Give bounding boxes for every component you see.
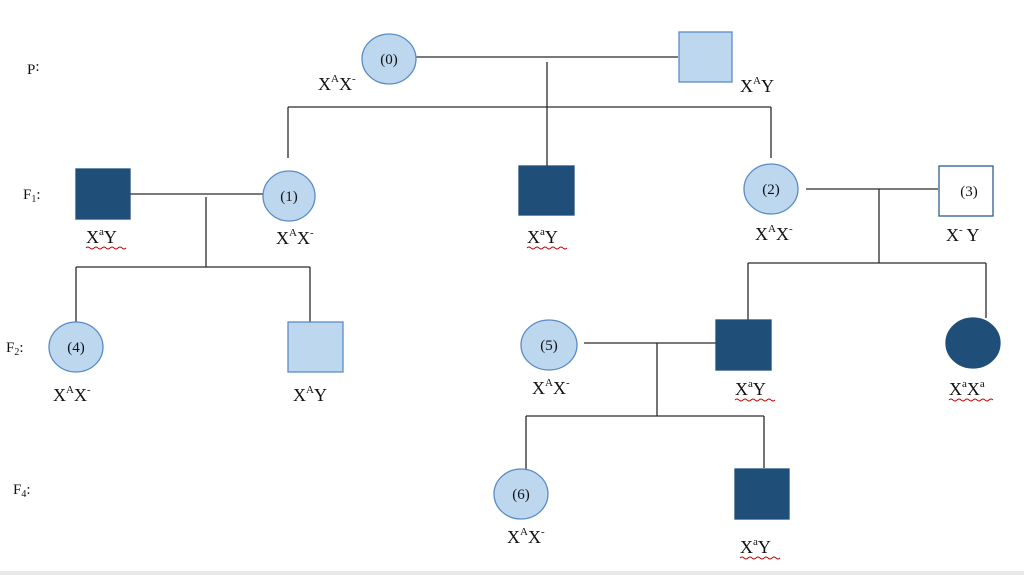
genotype-label: XAX-: [276, 227, 314, 248]
individual-number: (6): [512, 487, 530, 503]
female-symbol: [743, 163, 799, 215]
genotype-label: XAY: [740, 75, 774, 96]
individual-f4-son: XaY: [734, 468, 790, 560]
spellcheck-underline: [734, 398, 776, 402]
male-symbol: [715, 319, 772, 371]
genotype-label: XAX-: [53, 384, 91, 405]
female-symbol: [48, 321, 104, 373]
genotype-label: X- Y: [946, 224, 980, 245]
genotype-label: XaY: [527, 226, 558, 247]
individual-f1-daughter-2: (2) XAX-: [743, 163, 799, 244]
female-symbol: [493, 468, 549, 520]
individual-f4-daughter-6: (6) XAX-: [493, 468, 549, 547]
individual-p-mother: (0) XAX-: [318, 33, 417, 94]
spellcheck-underline: [739, 556, 781, 560]
individual-f2-son-a: XAY: [287, 321, 344, 405]
individual-f2-wife-5: (5) XAX-: [520, 319, 578, 398]
individual-number: (2): [762, 182, 780, 198]
generation-labels: P: F1: F2: F4:: [6, 59, 41, 500]
male-symbol: [287, 321, 344, 373]
female-symbol: [520, 319, 578, 371]
individual-f1-husband-3: (3) X- Y: [938, 165, 994, 245]
gen-label-p: P:: [27, 59, 40, 78]
individual-f2-daughter-c: XaXa: [945, 317, 1001, 402]
genotype-label: XAY: [293, 384, 327, 405]
individual-number: (0): [380, 52, 398, 68]
gen-label-f1: F1:: [23, 187, 41, 205]
male-symbol: [518, 165, 575, 216]
female-symbol: [945, 317, 1001, 369]
individual-f2-son-b: XaY: [715, 319, 776, 402]
individual-number: (1): [280, 189, 298, 205]
male-symbol: [734, 468, 790, 520]
individual-f1-daughter-1: (1) XAX-: [262, 170, 316, 248]
female-symbol: [262, 170, 316, 222]
genotype-label: XaXa: [949, 378, 985, 399]
genotype-label: XAX-: [755, 223, 793, 244]
individuals: (0) XAX- XAY XaY (1) XAX- XaY (2): [48, 31, 1001, 560]
individual-f1-son: XaY: [518, 165, 575, 250]
male-symbol: [678, 31, 733, 83]
individual-p-father: XAY: [678, 31, 774, 96]
female-symbol: [361, 33, 417, 85]
male-symbol: [938, 165, 994, 217]
genotype-label: XAX-: [318, 73, 356, 94]
genotype-label: XaY: [740, 536, 771, 557]
gen-label-f2: F2:: [6, 340, 24, 358]
pedigree-lines: [75, 56, 987, 470]
individual-number: (4): [67, 340, 85, 356]
genotype-label: XAX-: [532, 377, 570, 398]
genotype-label: XAX-: [507, 526, 545, 547]
bottom-edge: [0, 571, 1024, 575]
spellcheck-underline: [526, 246, 568, 250]
spellcheck-underline: [948, 398, 994, 402]
individual-number: (5): [540, 338, 558, 354]
individual-number: (3): [960, 184, 978, 200]
genotype-label: XaY: [735, 378, 766, 399]
individual-f2-daughter-4: (4) XAX-: [48, 321, 104, 405]
genotype-label: XaY: [86, 226, 117, 247]
spellcheck-underline: [85, 246, 127, 250]
male-symbol: [75, 168, 131, 220]
gen-label-f4: F4:: [13, 482, 31, 500]
individual-f1-husband: XaY: [75, 168, 131, 250]
